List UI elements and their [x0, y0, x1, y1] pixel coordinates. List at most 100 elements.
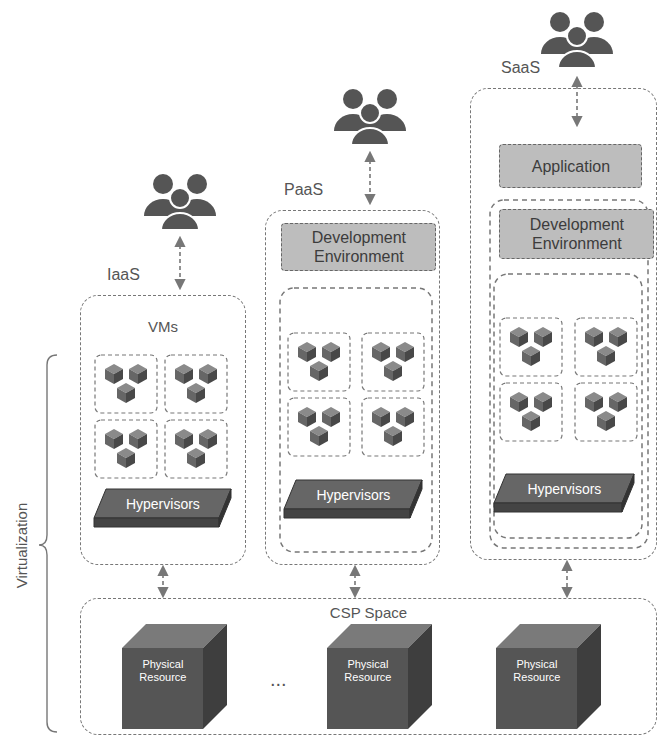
vm-cluster-box — [500, 383, 562, 441]
cube-right — [519, 397, 528, 412]
cube-left — [322, 412, 331, 427]
hypervisor-label: Hypervisors — [126, 496, 200, 512]
box-text: Application — [526, 157, 616, 176]
cube-left — [396, 412, 405, 427]
cube-left — [534, 332, 543, 347]
user-head — [377, 89, 397, 109]
cube-left — [609, 332, 618, 347]
slab-top — [94, 489, 231, 518]
cube-left — [522, 416, 531, 431]
cube-left — [298, 347, 307, 362]
vm-cluster-box — [288, 333, 350, 391]
user-head — [550, 12, 570, 32]
cube-side — [203, 624, 227, 729]
cube-side — [577, 624, 601, 729]
cube-right — [618, 397, 627, 412]
vm-cluster-box — [165, 355, 227, 413]
slab-front — [94, 518, 219, 527]
physical-resource: Physical Resource — [122, 624, 227, 729]
cube-left — [534, 397, 543, 412]
access-arrow — [354, 567, 356, 596]
cube-right — [138, 434, 147, 449]
cube-left — [510, 332, 519, 347]
vm-cluster — [288, 398, 350, 456]
ellipsis: ... — [270, 668, 287, 691]
resource-label: Physical Resource — [126, 658, 199, 684]
cube-right — [126, 388, 135, 403]
cube-right — [618, 332, 627, 347]
vm-cluster-box — [362, 398, 424, 456]
cube-text-holder: Physical Resource — [331, 650, 404, 691]
cube-left — [129, 369, 138, 384]
resource-label: Physical Resource — [500, 658, 573, 684]
cube-right — [307, 412, 316, 427]
service-label: IaaS — [107, 266, 140, 284]
box-title: VMs — [81, 318, 245, 335]
cube-left — [175, 369, 184, 384]
vm-cluster — [165, 355, 227, 413]
cube-right — [543, 332, 552, 347]
vm-cluster-box — [165, 420, 227, 478]
cube-left — [117, 453, 126, 468]
cube-right — [606, 416, 615, 431]
user-head — [187, 174, 207, 194]
hypervisor-label: Hypervisors — [527, 481, 601, 497]
cube-left — [609, 397, 618, 412]
vm-cluster-box — [288, 398, 350, 456]
component-box: Development Environment — [281, 223, 436, 271]
slab-side — [219, 489, 231, 527]
cube-left — [310, 431, 319, 446]
cube-right — [531, 416, 540, 431]
cube-right — [381, 412, 390, 427]
component-box: Application — [499, 144, 642, 188]
cube-right — [126, 453, 135, 468]
cube-text-holder: Physical Resource — [126, 650, 199, 691]
cube-right — [138, 369, 147, 384]
cube-left — [105, 369, 114, 384]
service-box: PaaSDevelopment EnvironmentHypervisors — [265, 210, 440, 565]
cube-right — [184, 434, 193, 449]
cube-front — [122, 648, 203, 729]
cube-left — [522, 351, 531, 366]
decoration — [39, 12, 648, 732]
cube-left — [175, 434, 184, 449]
user-access-arrow — [179, 238, 181, 288]
cube-left — [129, 434, 138, 449]
cube-left — [597, 416, 606, 431]
cube-right — [519, 332, 528, 347]
cube-left — [585, 332, 594, 347]
vm-cluster-box — [95, 420, 157, 478]
service-box: IaaSVMsHypervisors — [80, 295, 246, 565]
cube-right — [331, 347, 340, 362]
bracket-label: Virtualization — [14, 502, 31, 588]
vm-cluster — [500, 318, 562, 376]
cube-text-holder: Physical Resource — [500, 650, 573, 691]
cube-right — [196, 453, 205, 468]
cube-right — [208, 434, 217, 449]
user-head — [153, 174, 173, 194]
service-label: PaaS — [284, 181, 323, 199]
user-head — [360, 103, 380, 123]
slab-top — [494, 474, 634, 503]
cube-left — [310, 366, 319, 381]
cube-left — [372, 412, 381, 427]
inner-dashed-box — [280, 288, 432, 552]
user-body — [351, 128, 389, 145]
cube-left — [585, 397, 594, 412]
cube-left — [298, 412, 307, 427]
vm-cluster — [575, 318, 637, 376]
slab-side — [410, 480, 422, 518]
vm-cluster — [288, 333, 350, 391]
vm-cluster-box — [362, 333, 424, 391]
user-head — [170, 188, 190, 208]
component-box: Development Environment — [499, 209, 654, 259]
cube-right — [594, 332, 603, 347]
access-arrow — [566, 562, 568, 596]
box-text: Development Environment — [500, 215, 653, 253]
cube-right — [594, 397, 603, 412]
cube-right — [208, 369, 217, 384]
physical-resource: Physical Resource — [327, 624, 432, 729]
hypervisor-slab: Hypervisors — [94, 489, 231, 527]
